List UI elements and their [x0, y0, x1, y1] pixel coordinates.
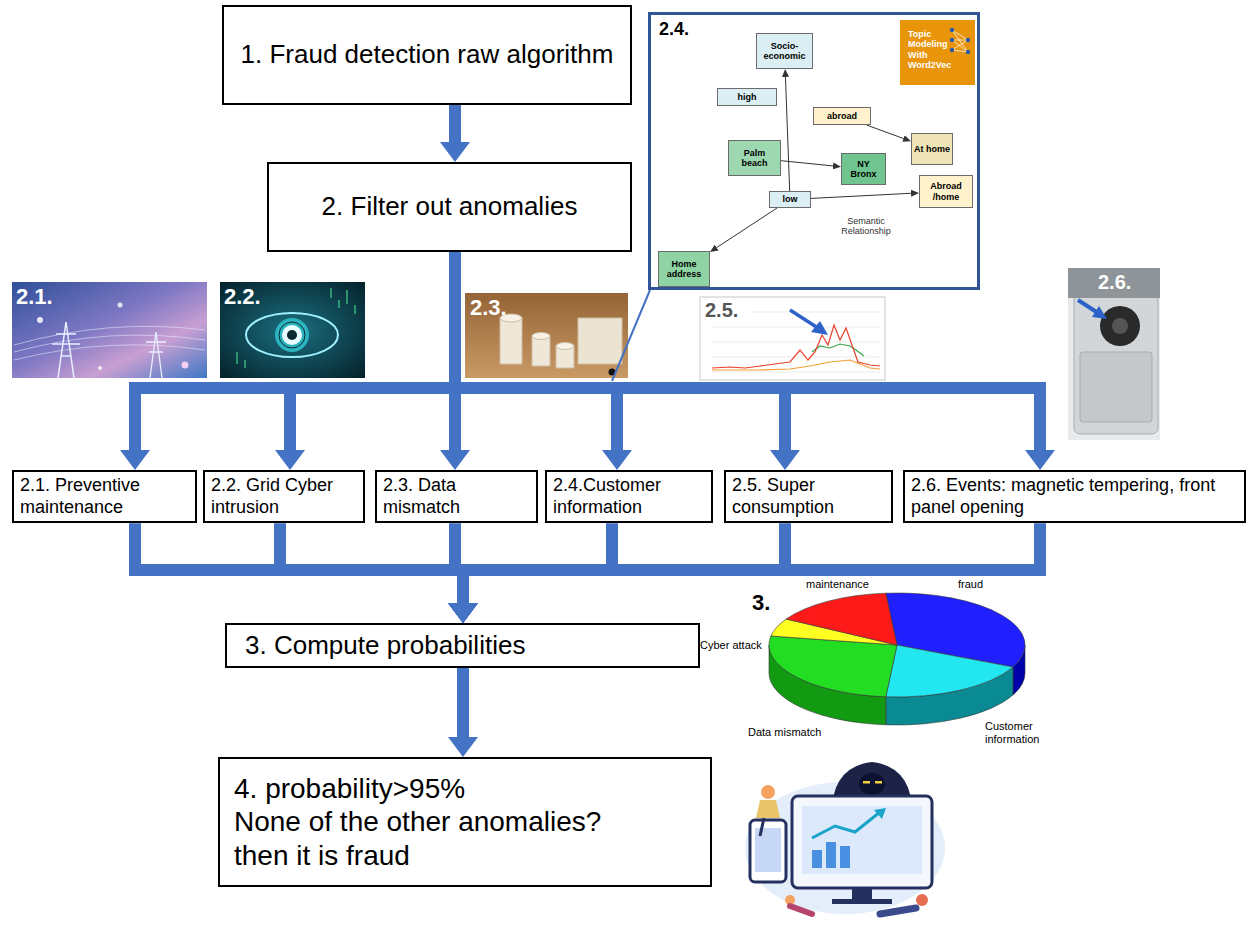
decision-box: 4. probability>95%None of the other anom… [218, 757, 712, 887]
cyber-eye-photo [220, 282, 365, 378]
anomaly-box: 2.4.Customer information [545, 470, 713, 523]
box-text: Topic Modeling With Word2Vec [908, 29, 954, 70]
anomaly-box: 2.3. Data mismatch [375, 470, 538, 523]
relation-arrow [781, 161, 833, 166]
blocks-photo [465, 293, 628, 378]
concept-box: low [769, 191, 811, 208]
inset-panel: 2.4.Topic Modeling With Word2VecSocio-ec… [648, 12, 980, 290]
topic-badge [900, 20, 975, 85]
box-text: 4. probability>95% [234, 772, 696, 806]
anomaly-box: 2.6. Events: magnetic tempering, front p… [903, 470, 1246, 523]
box-text: 2.3. Data mismatch [383, 475, 530, 518]
box-text: 2.1. Preventive maintenance [20, 475, 189, 518]
concept-box: Home address [658, 251, 710, 287]
relation-arrow [867, 125, 904, 139]
box-text: Home address [661, 259, 707, 280]
flow-arrow [457, 668, 469, 737]
flow-arrow [463, 523, 1040, 603]
image-label: 2.1. [16, 284, 53, 309]
flow-arrow [463, 523, 785, 603]
concept-box: high [717, 88, 777, 106]
relation-arrow [717, 208, 777, 248]
process-box: 1. Fraud detection raw algorithm [222, 5, 632, 105]
box-text: Palm beach [731, 148, 778, 169]
concept-box: At home [911, 133, 953, 165]
concept-box: Socio-economic [756, 33, 813, 69]
box-text: Socio-economic [759, 41, 810, 62]
flow-arrow [135, 252, 455, 450]
flow-arrow [449, 105, 461, 142]
concept-box: NY Bronx [841, 153, 886, 185]
box-text: 2.4.Customer information [553, 475, 705, 518]
flow-arrow [135, 523, 463, 603]
box-text: 2. Filter out anomalies [281, 191, 618, 222]
anomaly-box: 2.2. Grid Cyber intrusion [203, 470, 365, 523]
grid-photo [12, 282, 207, 378]
box-text: 2.6. Events: magnetic tempering, front p… [911, 475, 1238, 518]
box-text: Abroad /home [922, 181, 970, 202]
box-text: then it is fraud [234, 839, 696, 873]
concept-box: Abroad /home [919, 175, 973, 208]
image-label: 2.6. [1098, 271, 1131, 294]
pie-label: Cyber attack [700, 639, 762, 652]
box-text: high [720, 92, 774, 102]
meter-photo [1068, 268, 1160, 440]
leader-line [612, 290, 650, 381]
flow-arrow [455, 252, 1040, 450]
anomaly-box: 2.5. Super consumption [724, 470, 893, 523]
box-text: 2.2. Grid Cyber intrusion [211, 475, 357, 518]
axis-caption: Semantic Relationship [836, 216, 896, 237]
concept-box: Palm beach [728, 140, 781, 176]
box-text: NY Bronx [844, 159, 883, 180]
box-text: 2.5. Super consumption [732, 475, 885, 518]
box-text: abroad [816, 111, 868, 121]
pie-chart [769, 593, 1025, 725]
box-text: None of the other anomalies? [234, 805, 696, 839]
box-text: At home [914, 144, 950, 154]
flow-arrow [280, 523, 463, 603]
relation-arrow [811, 193, 911, 198]
pie-label: Customer information [985, 720, 1047, 745]
pie-label: maintenance [806, 578, 869, 591]
image-label: 2.3. [470, 295, 507, 320]
image-label: 2.5. [705, 299, 738, 322]
process-box: 2. Filter out anomalies [267, 162, 632, 252]
pie-label: fraud [958, 578, 983, 591]
box-text: 1. Fraud detection raw algorithm [236, 39, 618, 70]
consumption-chart [700, 297, 885, 380]
anomaly-box: 2.1. Preventive maintenance [12, 470, 197, 523]
pie-label: Data mismatch [748, 726, 821, 739]
flow-arrow [290, 252, 455, 450]
process-box: 3. Compute probabilities [225, 623, 700, 668]
relation-arrow [785, 77, 789, 191]
figure-number: 3. [752, 590, 770, 615]
box-text: low [772, 194, 808, 204]
flow-arrow [455, 252, 617, 450]
hacker-illustration [745, 762, 945, 914]
concept-box: abroad [813, 107, 871, 125]
image-label: 2.2. [224, 284, 261, 309]
box-text: 3. Compute probabilities [245, 630, 680, 661]
flow-arrow [463, 523, 612, 603]
flow-arrow [455, 252, 785, 450]
logo-badge: Topic Modeling With Word2Vec [903, 23, 978, 88]
